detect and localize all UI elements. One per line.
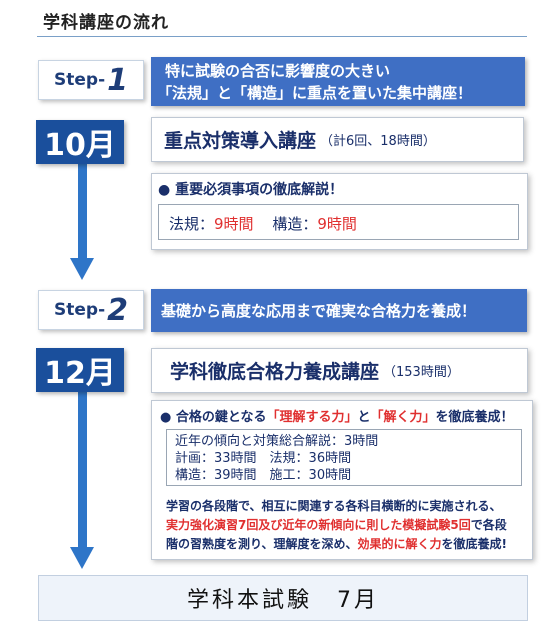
course-2-detail: ● 合格の鍵となる「理解する力」と「解く力」を徹底養成！ 近年の傾向と対策総合解… — [151, 400, 533, 560]
course-2-hours-box: 近年の傾向と対策総合解説：3時間 計画：33時間 法規：36時間 構造：39時間… — [166, 429, 522, 486]
hours-value-structure: 9時間 — [317, 215, 357, 233]
course-1-sub: （計6回、18時間） — [320, 134, 436, 149]
course-2-sub: （153時間） — [383, 365, 460, 380]
step-1-banner-line2: 「法規」と「構造」に重点を置いた集中講座！ — [157, 83, 473, 102]
desc-red-2: 新傾向に則した模擬試験5回 — [318, 518, 471, 532]
step-1-word: Step- — [54, 70, 106, 90]
step-2-banner: 基礎から高度な応用まで確実な合格力を養成！ — [151, 289, 527, 332]
step-1-banner: 特に試験の合否に影響度の大きい 「法規」と「構造」に重点を置いた集中講座！ — [151, 57, 525, 106]
month-badge-october: 10月 — [36, 120, 124, 164]
flow-arrow-2-shaft — [78, 385, 87, 547]
course-1-detail: ● 重要必須事項の徹底解説！ 法規：9時間 構造：9時間 — [151, 173, 528, 250]
step-1-number: 1 — [107, 62, 128, 98]
hours-line-1: 近年の傾向と対策総合解説：3時間 — [175, 434, 379, 449]
course-2-description: 学習の各段階で、相互に関連する各科目横断的に実施される、 実力強化演習7回及び近… — [166, 497, 532, 554]
point-part-5: を徹底養成！ — [435, 410, 514, 425]
point-part-3: と — [357, 410, 371, 425]
hours-line-2: 計画：33時間 法規：36時間 — [175, 451, 352, 466]
flow-arrow-1-shaft — [78, 155, 87, 258]
course-2-point-title: ● 合格の鍵となる「理解する力」と「解く力」を徹底養成！ — [160, 406, 514, 425]
desc-c1: 階の習熟度を測り、理解度を深め、 — [166, 537, 358, 551]
step-1-label: Step-1 — [38, 60, 144, 100]
desc-rest: で各段 — [470, 518, 507, 532]
month-badge-december: 12月 — [36, 348, 124, 392]
flow-arrow-1-head — [70, 258, 94, 280]
final-exam-box: 学科本試験 7月 — [38, 575, 528, 621]
desc-line-2: 実力強化演習7回及び近年の新傾向に則した模擬試験5回で各段 — [166, 516, 532, 535]
desc-c2: 効果的に解く力 — [357, 537, 442, 551]
course-2-header: 学科徹底合格力養成講座 （153時間） — [151, 348, 528, 393]
step-2-label: Step-2 — [38, 290, 144, 330]
course-1-header: 重点対策導入講座 （計6回、18時間） — [151, 117, 524, 162]
point-part-solve: 「解く力」 — [370, 410, 436, 425]
title-divider — [37, 36, 527, 37]
step-2-word: Step- — [54, 300, 106, 320]
step-1-banner-line1: 特に試験の合否に影響度の大きい — [165, 61, 391, 80]
step-2-number: 2 — [107, 292, 128, 328]
desc-line-3: 階の習熟度を測り、理解度を深め、効果的に解く力を徹底養成! — [166, 535, 532, 554]
course-1-name: 重点対策導入講座 — [164, 130, 317, 152]
course-2-name: 学科徹底合格力養成講座 — [170, 361, 380, 383]
desc-c3: を徹底養成! — [441, 537, 508, 551]
desc-red-1: 実力強化演習7回及び近年の — [166, 518, 319, 532]
hours-label-structure: 構造： — [272, 215, 318, 233]
page-title: 学科講座の流れ — [43, 13, 169, 33]
hours-label-law: 法規： — [169, 215, 215, 233]
desc-line-1: 学習の各段階で、相互に関連する各科目横断的に実施される、 — [166, 499, 502, 513]
point-part-1: ● 合格の鍵となる — [160, 410, 267, 425]
course-1-hours-box: 法規：9時間 構造：9時間 — [158, 204, 519, 240]
flow-arrow-2-head — [70, 547, 94, 569]
hours-line-3: 構造：39時間 施工：30時間 — [175, 468, 352, 483]
point-part-understand: 「理解する力」 — [266, 410, 358, 425]
hours-value-law: 9時間 — [214, 215, 254, 233]
course-1-point-title: ● 重要必須事項の徹底解説！ — [158, 182, 344, 198]
step-2-banner-text: 基礎から高度な応用まで確実な合格力を養成！ — [161, 301, 477, 320]
